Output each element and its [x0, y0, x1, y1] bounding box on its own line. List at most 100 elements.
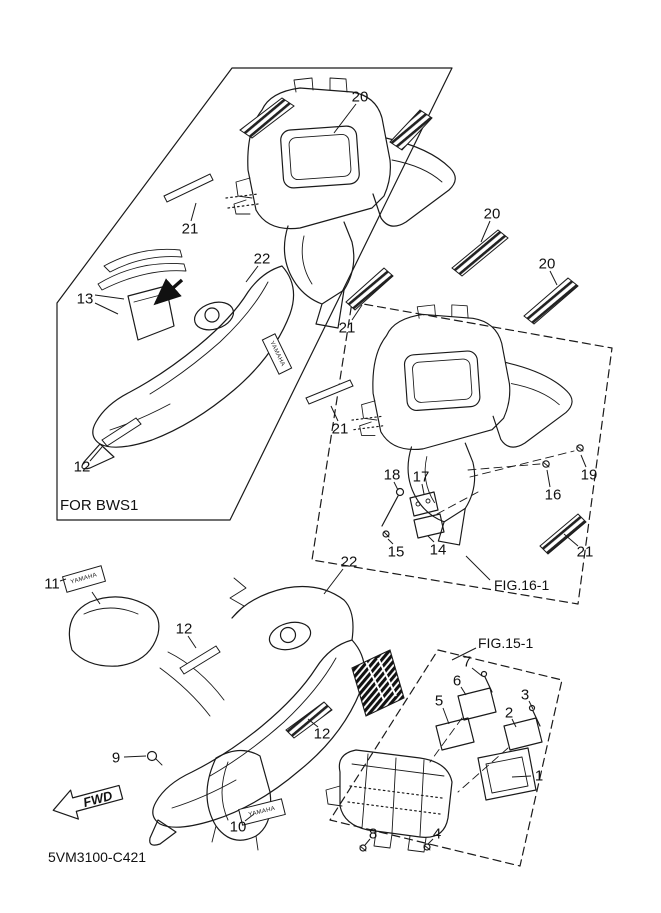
detail-line — [221, 761, 229, 821]
decal-stripe-20-left — [239, 97, 295, 139]
callout-leader-22-17 — [323, 568, 344, 595]
callout-21-4: 21 — [339, 320, 356, 337]
callout-leader-4-29 — [427, 838, 434, 845]
callout-leader-18-11 — [393, 481, 399, 491]
callout-21-15: 21 — [577, 544, 594, 561]
callout-12-19: 12 — [314, 726, 331, 743]
callout-20-6: 20 — [484, 206, 501, 223]
mount-tab — [373, 831, 393, 849]
callout-leader-13b — [94, 302, 119, 315]
fig15-label-leader — [451, 647, 477, 661]
screw-8 — [359, 844, 367, 852]
detail-line — [171, 779, 237, 809]
region-label-for-bws1: FOR BWS1 — [60, 497, 138, 514]
screw-16 — [542, 460, 550, 468]
front-body-assembly-main: YAMAHA YAMAHA — [61, 565, 405, 851]
screw-19 — [576, 444, 584, 452]
decal-graphic-dark — [351, 649, 405, 717]
callout-19-9: 19 — [581, 467, 598, 484]
detail-line — [109, 403, 171, 431]
callout-leader-22-2 — [245, 265, 259, 283]
grommet-9 — [146, 750, 158, 762]
callout-9-20: 9 — [112, 750, 120, 767]
assembly-dashed-line — [429, 717, 463, 763]
pin-3-shaft — [532, 710, 541, 727]
pin-7 — [480, 670, 488, 678]
main-cowl — [92, 265, 295, 448]
callout-leader-11-16 — [59, 578, 67, 582]
callout-16-10: 16 — [545, 487, 562, 504]
front-beak — [149, 819, 177, 846]
callout-leader-2-26 — [511, 718, 517, 728]
callout-20-0: 20 — [352, 89, 369, 106]
callout-leader-9-20 — [123, 755, 147, 758]
callout-5-24: 5 — [435, 693, 443, 710]
callout-21-8: 21 — [332, 421, 349, 438]
decal-strip-12-left — [101, 417, 142, 447]
callout-leader-21-15 — [563, 533, 579, 547]
callout-leader-15-13 — [387, 538, 394, 545]
callout-leader-12-5 — [89, 446, 103, 462]
screw-4 — [423, 843, 431, 851]
decal-stripe-21-mid — [345, 267, 394, 311]
detail-line — [351, 763, 445, 777]
callout-11-16: 11 — [44, 576, 60, 593]
dotted-line — [349, 785, 443, 799]
stacked-panel — [97, 263, 187, 291]
screw-slot — [542, 461, 550, 468]
brand-decal-11: YAMAHA — [61, 565, 107, 593]
callout-12-5: 12 — [74, 459, 91, 476]
main-cowl — [152, 639, 366, 828]
decal-stripe-21-bottom — [539, 513, 587, 555]
callout-2-26: 2 — [505, 705, 513, 722]
detail-line — [209, 657, 337, 777]
decal-stripe-20-right — [389, 109, 433, 151]
callout-leader-8-28 — [364, 838, 371, 846]
callout-leader-19-9 — [580, 454, 587, 468]
decal-graphic-accent — [377, 657, 397, 697]
reflector-1-outer — [477, 747, 537, 801]
plate-2 — [503, 717, 543, 751]
callout-20-7: 20 — [539, 256, 556, 273]
gasket-5 — [435, 717, 475, 751]
callout-leader-12-18 — [187, 635, 197, 649]
crease-line — [391, 757, 397, 834]
side-panel-13 — [127, 285, 175, 341]
decal-stripe-20-a — [451, 229, 509, 277]
top-cover — [231, 585, 354, 641]
screw-slot — [423, 844, 431, 851]
assembly-dashed-line — [467, 463, 541, 471]
crease-line — [361, 753, 369, 829]
callout-17-12: 17 — [413, 469, 430, 486]
bolt-head-18 — [395, 487, 405, 497]
screw-slot — [383, 531, 390, 538]
callout-leader-6-23 — [460, 686, 467, 696]
detail-line — [255, 835, 259, 851]
decal-frame — [238, 798, 286, 826]
fuel-cap-ring — [268, 621, 312, 651]
callout-leader-7-22 — [471, 667, 483, 677]
callout-7-22: 7 — [463, 654, 471, 671]
callout-12-18: 12 — [176, 621, 193, 638]
callout-15-13: 15 — [388, 544, 405, 561]
callout-22-17: 22 — [341, 554, 358, 571]
assembly-dashed-line — [436, 491, 479, 515]
screw-slot — [359, 845, 367, 852]
fuel-cap — [204, 307, 220, 323]
callout-10-21: 10 — [230, 819, 247, 836]
callout-leader-3-25 — [528, 700, 534, 710]
front-body-assembly-bws1: YAMAHA — [81, 248, 295, 470]
callout-leader-17-12 — [421, 483, 425, 495]
callout-leader-20-0 — [333, 103, 357, 134]
fwd-label: FWD — [82, 788, 115, 810]
region-border-fig-16-1 — [311, 301, 613, 605]
callout-6-23: 6 — [453, 673, 461, 690]
fwd-arrow-shape — [52, 784, 124, 820]
decal-stripe-20-b — [523, 277, 579, 325]
callout-leader-21-1 — [190, 202, 197, 222]
bracket-hole — [425, 498, 431, 504]
callout-leader-16-10 — [546, 469, 551, 488]
callout-leader-10-21 — [244, 813, 255, 822]
